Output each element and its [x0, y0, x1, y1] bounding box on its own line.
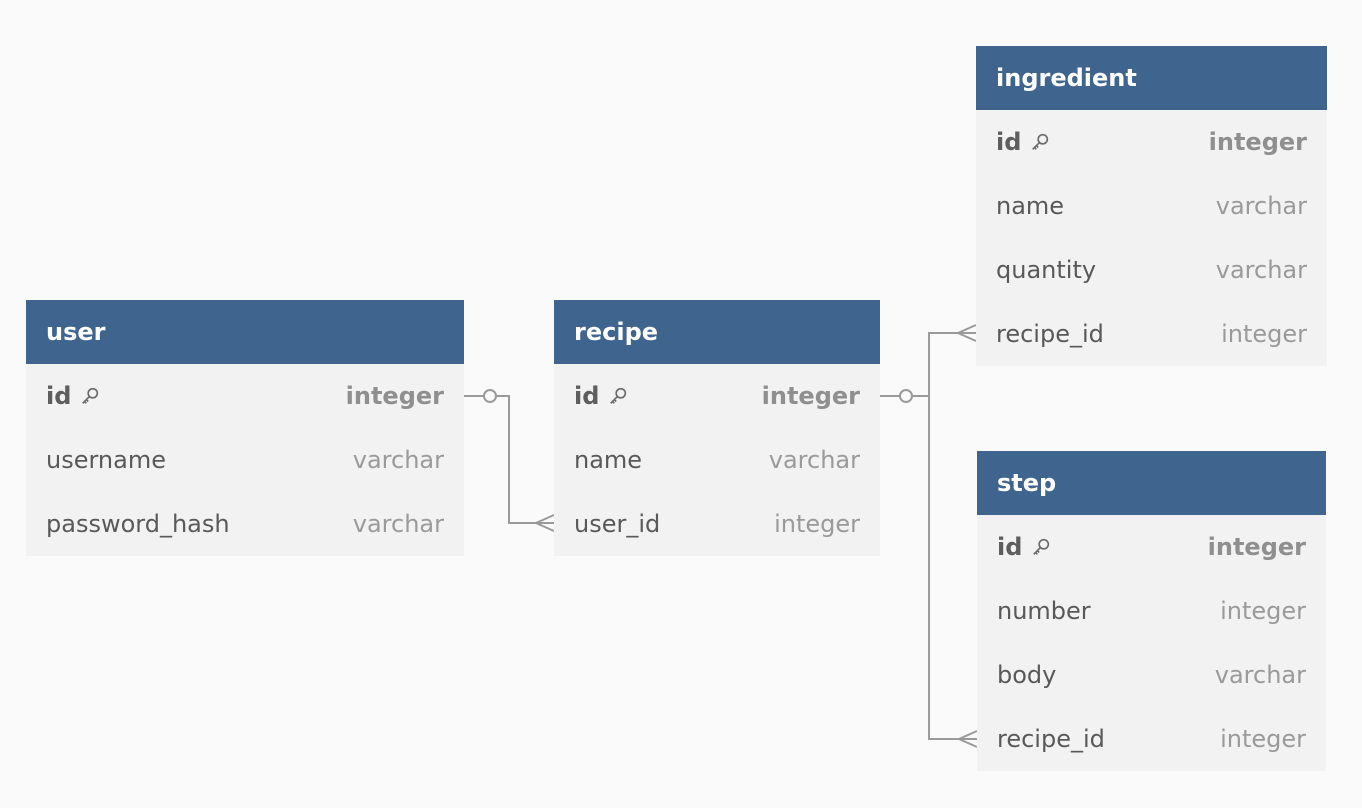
field-name: password_hash: [46, 510, 230, 538]
field-type: integer: [1220, 597, 1306, 625]
field-row[interactable]: id integer: [26, 364, 464, 428]
field-type: integer: [774, 510, 860, 538]
field-type: varchar: [1215, 256, 1307, 284]
table-user-header[interactable]: user: [26, 300, 464, 364]
field-row[interactable]: id integer: [976, 110, 1327, 174]
field-row[interactable]: username varchar: [26, 428, 464, 492]
field-type: integer: [1220, 725, 1306, 753]
key-icon: [610, 387, 627, 404]
table-title: ingredient: [996, 64, 1137, 92]
table-ingredient-header[interactable]: ingredient: [976, 46, 1327, 110]
field-type: varchar: [352, 510, 444, 538]
table-step-header[interactable]: step: [977, 451, 1326, 515]
field-name: user_id: [574, 510, 661, 538]
field-row[interactable]: quantity varchar: [976, 238, 1327, 302]
key-icon: [1033, 538, 1050, 555]
field-row[interactable]: number integer: [977, 579, 1326, 643]
field-name: name: [996, 192, 1065, 220]
table-step[interactable]: step id integer number integer body varc…: [977, 451, 1326, 771]
field-row[interactable]: password_hash varchar: [26, 492, 464, 556]
field-name: id: [574, 382, 600, 410]
table-title: step: [997, 469, 1057, 497]
key-icon: [82, 387, 99, 404]
field-row[interactable]: name varchar: [554, 428, 880, 492]
table-user[interactable]: user id integer username varchar passwor…: [26, 300, 464, 556]
field-type: varchar: [768, 446, 860, 474]
field-name-cell: id: [997, 533, 1052, 561]
field-type: varchar: [1214, 661, 1306, 689]
field-name: id: [997, 533, 1023, 561]
field-name: recipe_id: [997, 725, 1105, 753]
field-name: username: [46, 446, 166, 474]
field-type: varchar: [1215, 192, 1307, 220]
field-row[interactable]: id integer: [554, 364, 880, 428]
table-recipe-header[interactable]: recipe: [554, 300, 880, 364]
field-name: number: [997, 597, 1091, 625]
field-type: integer: [345, 382, 444, 410]
field-name: quantity: [996, 256, 1097, 284]
table-recipe[interactable]: recipe id integer name varchar user_id i…: [554, 300, 880, 556]
field-name-cell: id: [46, 382, 101, 410]
field-name: recipe_id: [996, 320, 1104, 348]
field-type: varchar: [352, 446, 444, 474]
field-type: integer: [761, 382, 860, 410]
table-title: recipe: [574, 318, 659, 346]
field-name: body: [997, 661, 1057, 689]
field-name-cell: id: [574, 382, 629, 410]
relationship-recipe-step[interactable]: [928, 396, 978, 748]
field-name: name: [574, 446, 643, 474]
relationship-recipe-ingredient[interactable]: [880, 324, 977, 403]
field-row[interactable]: recipe_id integer: [977, 707, 1326, 771]
field-type: integer: [1208, 128, 1307, 156]
table-ingredient[interactable]: ingredient id integer name varchar quant…: [976, 46, 1327, 366]
field-row[interactable]: name varchar: [976, 174, 1327, 238]
field-row[interactable]: id integer: [977, 515, 1326, 579]
field-name: id: [46, 382, 72, 410]
field-row[interactable]: user_id integer: [554, 492, 880, 556]
field-type: integer: [1221, 320, 1307, 348]
table-title: user: [46, 318, 106, 346]
field-name: id: [996, 128, 1022, 156]
field-name-cell: id: [996, 128, 1051, 156]
relationship-user-recipe[interactable]: [464, 389, 555, 532]
field-row[interactable]: body varchar: [977, 643, 1326, 707]
key-icon: [1032, 133, 1049, 150]
field-row[interactable]: recipe_id integer: [976, 302, 1327, 366]
field-type: integer: [1207, 533, 1306, 561]
